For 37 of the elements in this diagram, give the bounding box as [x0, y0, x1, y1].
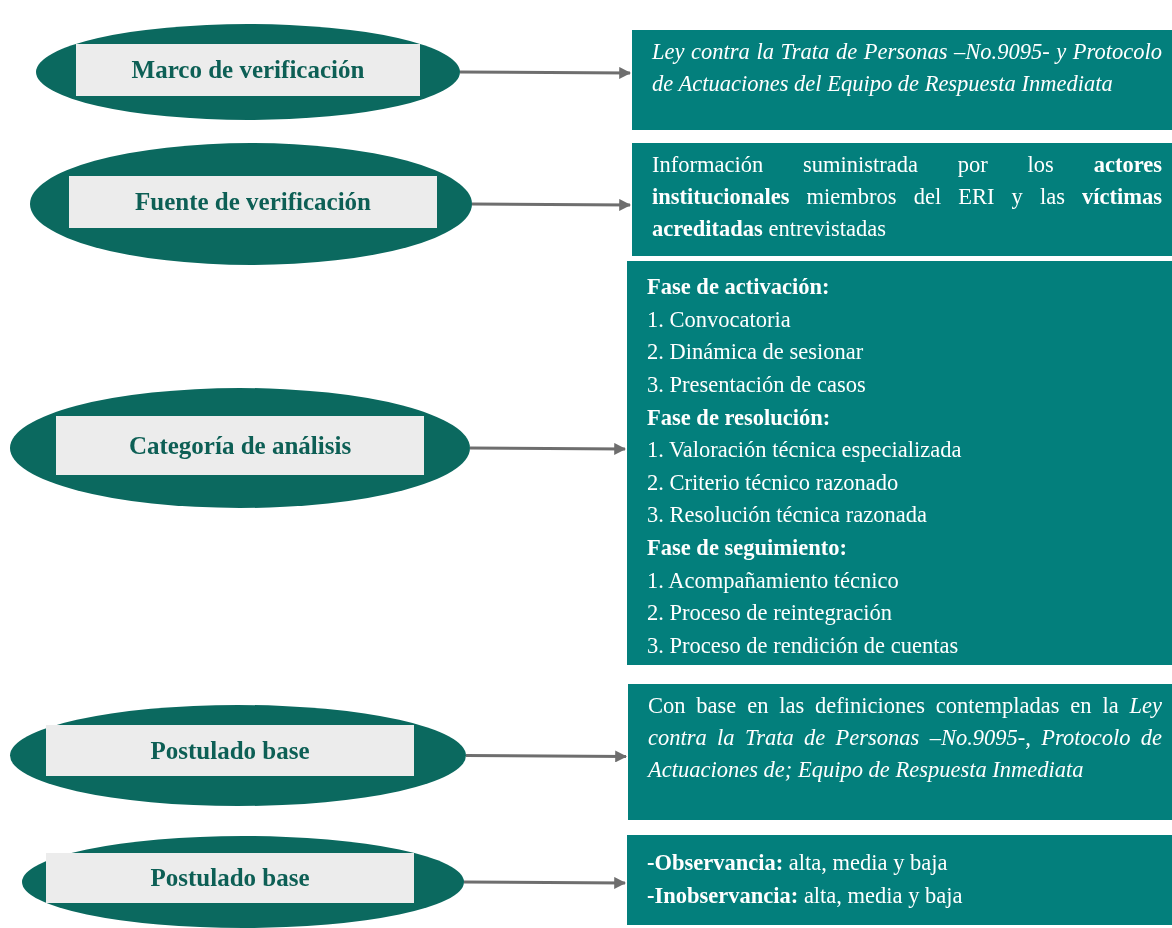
- list-item: 2. Criterio técnico razonado: [647, 468, 900, 497]
- list-item: 1. Convocatoria: [647, 305, 792, 334]
- text-box: [632, 143, 1172, 256]
- list-item: 3. Resolución técnica razonada: [647, 501, 928, 530]
- arrow: [466, 750, 628, 763]
- list-item: 3. Proceso de rendición de cuentas: [647, 631, 960, 660]
- list-item: 2. Dinámica de sesionar: [647, 338, 865, 367]
- arrow: [460, 66, 632, 79]
- category-label: Fuente de verificación: [69, 176, 437, 228]
- list-item: 1. Acompañamiento técnico: [647, 566, 900, 595]
- arrow: [472, 198, 632, 211]
- text-box: [628, 684, 1172, 820]
- list-item: 1. Valoración técnica especializada: [647, 436, 963, 465]
- phase-heading: Fase de activación:: [647, 273, 831, 301]
- category-label: Categoría de análisis: [56, 416, 424, 475]
- ellipse-node: [30, 143, 472, 265]
- criterion-text: -Inobservancia: alta, media y baja: [647, 881, 964, 910]
- category-label: Postulado base: [46, 725, 414, 776]
- category-label: Marco de verificación: [76, 44, 420, 96]
- phase-heading: Fase de seguimiento:: [647, 534, 848, 562]
- criterion-text: -Observancia: alta, media y baja: [647, 849, 949, 877]
- ellipse-node: [36, 24, 460, 120]
- box-text: Ley contra la Trata de Personas –No.9095- y Protocolo de Actuaciones del Equipo de Respuesta Inmediata: [652, 38, 1162, 98]
- list-item: 2. Proceso de reintegración: [647, 599, 893, 628]
- category-label: Postulado base: [46, 853, 414, 903]
- phase-heading: Fase de resolución:: [647, 403, 832, 432]
- ellipse-node: [10, 388, 470, 508]
- ellipse-node: [10, 705, 466, 806]
- box-text: Información suministrada por los actores institucionales miembros del ERI y las víctimas acreditadas entrevistadas: [652, 151, 1162, 243]
- text-box: [627, 835, 1172, 925]
- list-item: 3. Presentación de casos: [647, 370, 867, 399]
- text-box: [632, 30, 1172, 130]
- arrow: [470, 442, 627, 455]
- text-box: [627, 261, 1172, 665]
- ellipse-node: [22, 836, 464, 928]
- arrow: [464, 876, 627, 889]
- box-text: Con base en las definiciones contempladas en la Ley contra la Trata de Personas –No.9095-, Protocolo de Actuaciones de; Equipo de Respuesta Inmediata: [648, 692, 1162, 784]
